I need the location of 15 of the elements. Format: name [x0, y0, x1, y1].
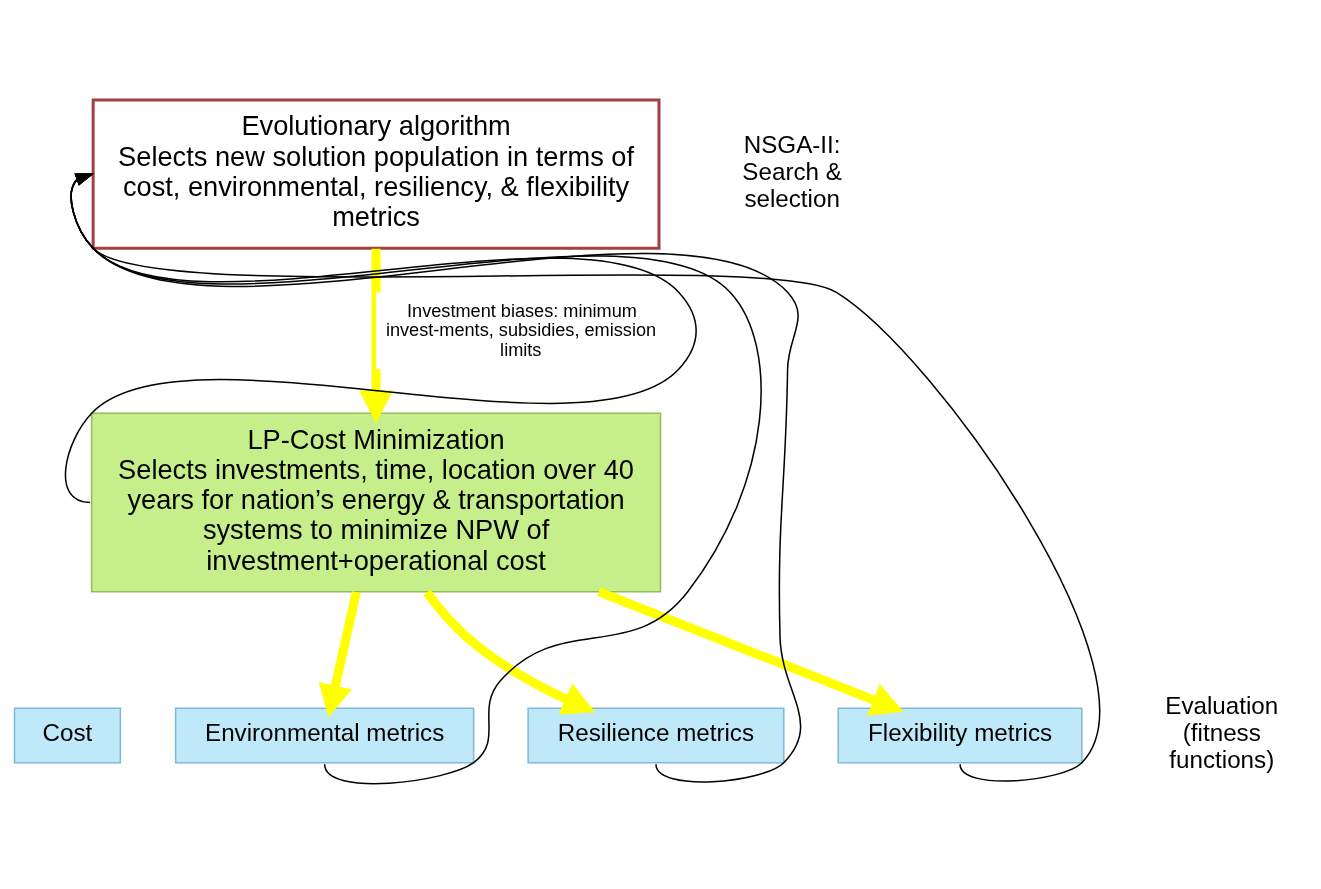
arrow [64, 172, 697, 503]
label: Evaluation (fitness functions) [1165, 691, 1279, 773]
edge-label: Investment biases: minimum invest-ments, subsidies, emission limits [385, 300, 657, 360]
node-box: Flexibility metrics [837, 707, 1083, 763]
node-box: LP-Cost Minimization Selects investments, time, location over 40 years for nation’s energy & transportation systems to minimize NPW of investment+operational cost [90, 411, 662, 592]
node-box: Cost [13, 707, 122, 763]
arrow [359, 248, 394, 423]
node-box: Evolutionary algorithm Selects new solution population in terms of cost, environmental, resiliency, & flexibility metrics [91, 98, 661, 250]
node-box: Resilience metrics [527, 707, 785, 763]
arrow [423, 589, 596, 715]
arrow [318, 590, 361, 717]
node-box: Environmental metrics [174, 707, 475, 763]
arrow [70, 172, 1101, 782]
arrow [597, 587, 904, 716]
label: NSGA-II: Search & selection [742, 130, 842, 212]
